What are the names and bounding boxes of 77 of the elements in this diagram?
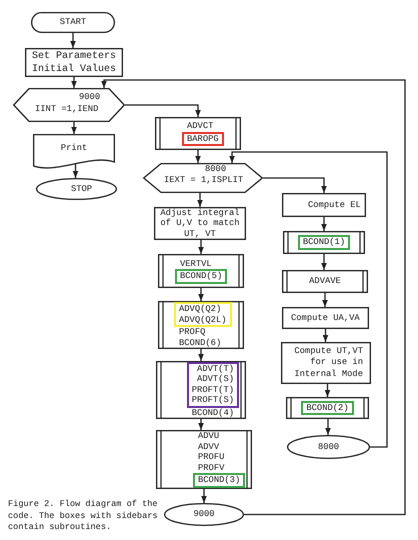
- arrow: [321, 254, 327, 270]
- subroutine-box: [283, 231, 365, 254]
- process-box: [281, 342, 371, 384]
- subroutine-name: ADVT(S): [197, 374, 234, 385]
- connector-label: 8000: [318, 442, 340, 452]
- process-label: Compute EL: [308, 200, 361, 210]
- start-terminal: [31, 12, 115, 33]
- loop-label: 8000: [205, 164, 226, 174]
- connector-oval: [164, 503, 244, 526]
- subroutine-name: PROFT(S): [192, 395, 234, 406]
- subroutine-box: [158, 301, 244, 349]
- loop-hexagon: [143, 163, 263, 193]
- subroutine-name: BCOND(4): [192, 408, 234, 418]
- subroutine-name: VERTVL: [180, 258, 212, 269]
- subroutine-name: ADVT(T): [197, 364, 234, 374]
- arrow: [198, 240, 204, 254]
- document-label: Print: [60, 143, 88, 154]
- loop-range: IEXT = 1,ISPLIT: [164, 175, 244, 185]
- subroutine-name: ADVV: [198, 442, 220, 452]
- arrow: [125, 104, 201, 117]
- arrow: [263, 177, 327, 193]
- subroutine-name: PROFQ: [179, 327, 206, 338]
- subroutine-box: [156, 361, 246, 419]
- arrow: [201, 489, 207, 503]
- subroutine-box: [158, 254, 244, 288]
- subroutine-name: BCOND(1): [302, 237, 346, 248]
- subroutine-name: ADVCT: [187, 121, 214, 132]
- connector-label: 9000: [193, 509, 215, 520]
- subroutine-name: PROFV: [198, 462, 224, 474]
- connector-oval: [287, 435, 370, 459]
- arrow: [71, 122, 77, 134]
- arrow: [229, 151, 388, 448]
- arrow: [197, 193, 203, 207]
- loop-label: 9000: [79, 92, 100, 102]
- loop-hexagon: [13, 88, 125, 122]
- process-label: Adjust integral of U,V to match UT, VT: [160, 208, 240, 240]
- arrow: [321, 217, 327, 231]
- subroutine-name: BCOND(3): [198, 475, 240, 486]
- subroutine-box: [286, 397, 369, 419]
- process-box: [282, 307, 369, 329]
- document-shape: [33, 134, 115, 170]
- subroutine-name: ADVQ(Q2L): [179, 314, 227, 325]
- arrow: [325, 419, 331, 435]
- subroutine-name: ADVQ(Q2): [179, 304, 222, 314]
- arrow: [198, 288, 204, 301]
- arrow: [322, 293, 328, 307]
- process-box: [282, 193, 366, 217]
- terminal-label: START: [60, 17, 86, 28]
- subroutine-name: BCOND(2): [306, 402, 349, 414]
- process-label: Compute UA,VA: [291, 312, 360, 324]
- subroutine-name: PROFT(T): [192, 384, 234, 396]
- subroutine-name: BCOND(5): [180, 271, 222, 282]
- process-box: [25, 48, 123, 77]
- subroutine-box: [156, 430, 252, 489]
- arrow: [70, 33, 76, 48]
- subroutine-name: BAROPG: [187, 134, 219, 144]
- subroutine-box: [155, 117, 241, 150]
- subroutine-name: ADVU: [198, 431, 220, 442]
- arrow: [324, 384, 330, 397]
- process-label: Compute UT,VT for use in Internal Mode: [293, 346, 363, 380]
- process-label: Set Parameters Initial Values: [32, 50, 118, 76]
- subroutine-box: [282, 270, 368, 293]
- subroutine-name: BCOND(6): [179, 338, 222, 348]
- figure-caption: Figure 2. Flow diagram of the code. The boxes with sidebars contain subroutines.: [8, 499, 159, 534]
- arrow: [101, 79, 406, 516]
- arrow: [198, 419, 204, 430]
- stop-terminal: [36, 178, 117, 200]
- arrow: [72, 164, 78, 178]
- terminal-label: STOP: [70, 184, 92, 194]
- subroutine-name: PROFU: [198, 452, 224, 463]
- arrow: [322, 329, 328, 342]
- arrow: [195, 150, 201, 163]
- arrow: [198, 349, 204, 361]
- arrow: [71, 77, 77, 88]
- process-box: [154, 207, 246, 240]
- subroutine-name: ADVAVE: [309, 276, 341, 287]
- loop-range: IINT =1,IEND: [35, 104, 98, 114]
